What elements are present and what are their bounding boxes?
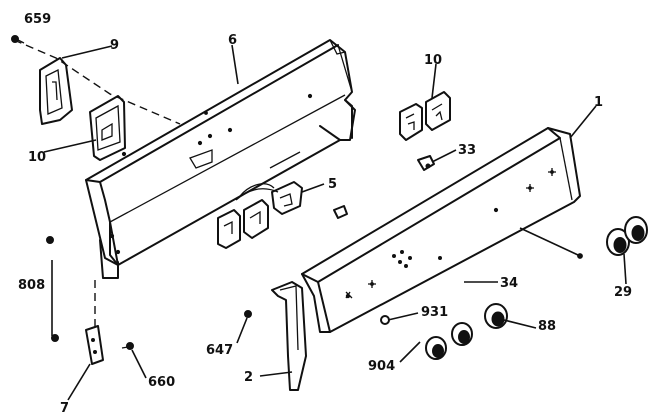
switch-cluster-5 [217,151,303,249]
callout-33: 33 [458,143,476,158]
callout-9: 9 [110,38,119,53]
switch-33 [417,155,435,171]
callout-10-left: 10 [28,150,46,165]
callout-808: 808 [18,278,45,293]
callout-labels: 659 9 6 10 1 10 33 5 34 29 808 931 88 64… [18,12,632,416]
screw-808-bottom [51,334,59,342]
callout-931: 931 [421,305,448,320]
assembly-dash-line [13,39,181,125]
bracket-7 [85,325,104,365]
bracket-2 [271,281,307,391]
callout-34: 34 [500,276,518,291]
knob-29-a [606,228,630,256]
screw-660 [121,342,134,350]
knob-904-b [425,336,447,360]
leader-lines [43,44,627,401]
washer-931 [380,315,390,325]
backguard-panel [85,39,356,279]
switch-10-b [425,91,451,131]
knob-29-b [624,216,648,244]
knob-88 [484,303,508,329]
bracket-9 [39,57,73,125]
callout-1: 1 [594,95,603,110]
callout-7: 7 [60,401,69,416]
callout-10-top: 10 [424,53,442,68]
switch-10-a [399,103,423,141]
callout-6: 6 [228,33,237,48]
screw-659 [11,35,25,44]
callout-647: 647 [206,343,233,358]
callout-659: 659 [24,12,51,27]
callout-904: 904 [368,359,395,374]
callout-88: 88 [538,319,556,334]
callout-660: 660 [148,375,175,390]
screw-808-top [46,236,54,244]
clip-small [333,205,348,219]
screw-647 [244,310,252,318]
callout-2: 2 [244,370,253,385]
bracket-10-left [89,95,126,161]
callout-5: 5 [328,177,337,192]
control-panel [301,127,583,333]
knob-904-a [451,322,473,346]
callout-29: 29 [614,285,632,300]
